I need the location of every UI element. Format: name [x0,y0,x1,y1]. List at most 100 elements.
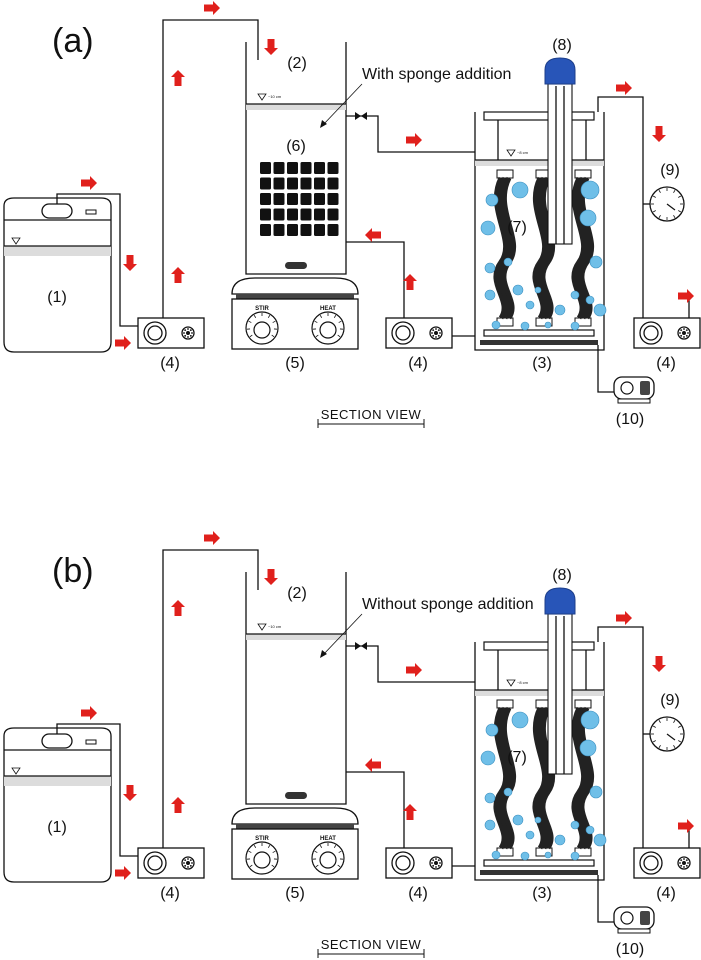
pipe-line [162,19,259,318]
air-bubble [585,825,595,835]
sponge-cube [260,208,271,221]
reactor-water [246,104,346,110]
callout-leader [321,613,363,657]
label-membrane: (7) [507,749,527,766]
dial-tick [272,320,276,323]
gauge-tick [678,725,682,728]
dial-tick [267,845,271,848]
red-arrow-icon [678,819,694,833]
pump-knob-dot [680,334,683,337]
tank-water [4,776,111,786]
section-view-label: SECTION VIEW [321,937,422,952]
sponge-cube [300,208,312,221]
dial-tick [333,845,337,848]
pump-knob-center [434,331,438,335]
level-triangle-icon [506,679,516,687]
pump-knob-dot [187,328,189,330]
red-arrow-shape [123,785,137,801]
pipe-line [597,96,644,318]
sponge-cube [300,193,312,205]
level-triangle-icon [11,767,21,775]
pump-knob-dot [435,858,437,860]
level-mark-label: ~10 cm [268,624,282,629]
red-arrow-shape [171,267,185,283]
pump-rotor [395,325,411,341]
panel-b: (b)(1)(4)~10 cm(2)Without sponge additio… [3,531,701,958]
red-arrow-icon [264,39,278,55]
red-arrow-icon [406,663,422,677]
air-bubble [579,739,597,757]
red-arrow-icon [616,81,632,95]
air-bubble [512,814,524,826]
level-mark-label: ~8 cm [517,150,529,155]
dial-tick [248,320,252,323]
red-arrow-icon [115,336,131,350]
red-arrow-shape [678,289,694,303]
air-bubble [480,750,496,766]
module-top-cap [496,169,514,179]
permeate-header [483,641,595,651]
level-triangle-icon [11,237,21,245]
sponge-cube [260,177,271,190]
hollow-fiber [571,176,587,320]
diffuser [480,870,598,875]
red-arrow-icon [171,267,185,283]
hot-plate-surface [236,824,354,829]
red-arrow-shape [81,706,97,720]
sponge-cube [327,224,339,236]
air-bubble [585,295,595,305]
pump-knob-center [682,331,686,335]
sponge-cube [273,193,285,205]
air-bubble [485,193,499,207]
dial-tick [272,850,276,853]
tank-body [3,197,112,353]
level-mark-label: ~10 cm [268,94,282,99]
label-membrane: (7) [507,219,527,236]
label-tank: (1) [47,819,67,836]
dial-tick [267,315,271,318]
sponge-cube [287,224,298,236]
pump-knob-dot [184,334,187,337]
membrane-module [532,699,556,857]
pressure-gauge-icon [643,716,685,752]
reactor-vessel: ~10 cm [245,42,347,275]
pump-icon [633,847,701,879]
red-arrow-shape [406,133,422,147]
label-gauge: (9) [660,162,680,179]
red-arrow-shape [652,656,666,672]
valve-half [361,642,367,650]
label-sponge: (6) [286,138,306,155]
sponge-cube [300,224,312,236]
section-view-label: SECTION VIEW [321,407,422,422]
pump-knob-dot [687,862,689,864]
tank-cap [41,733,73,749]
air-bubble [512,284,524,296]
pump-knob-dot [432,864,435,867]
tank-vent [85,209,97,215]
air-bubble [554,304,566,316]
sponge-cube [273,224,285,236]
membrane-module [493,699,517,857]
air-bubble [593,303,607,317]
module-top-cap [574,169,592,179]
air-bubble [570,851,580,861]
air-bubble [570,820,580,830]
dial-tick [271,334,275,338]
section-view-rule [317,419,425,428]
air-bubble [520,321,530,331]
membrane-module [532,169,556,327]
label-reactor: (2) [287,585,307,602]
reactor-vessel: ~10 cm [245,572,347,805]
pump-knob-dot [437,329,440,332]
pump-knob-dot [432,859,435,862]
pump-knob-dot [432,329,435,332]
air-bubble [570,290,580,300]
pump-knob-dot [683,866,685,868]
pump-knob-dot [683,336,685,338]
panel-letter: (b) [52,552,94,590]
pump-icon [385,847,453,879]
pipe-line [597,626,644,848]
dial-tick [314,850,318,853]
label-lamp: (8) [552,567,572,584]
